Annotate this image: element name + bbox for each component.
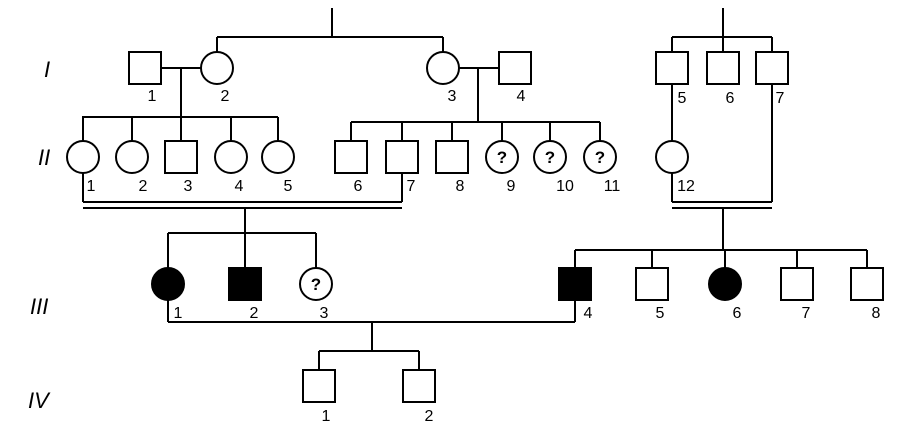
individual-iii-3: ?3 (299, 267, 333, 322)
individual-ii-5: 5 (261, 140, 295, 195)
individual-number: 4 (235, 178, 244, 195)
individual-number: 1 (87, 178, 96, 195)
individual-number: 4 (584, 305, 593, 322)
question-mark: ? (595, 148, 605, 167)
affected-male-symbol (228, 267, 262, 301)
female-symbol (200, 51, 234, 85)
individual-number: 7 (776, 90, 785, 107)
individual-number: 1 (322, 408, 331, 425)
individual-i-7: 7 (755, 51, 789, 107)
individual-number: 5 (678, 90, 687, 107)
question-mark: ? (545, 148, 555, 167)
individual-number: 3 (184, 178, 193, 195)
individual-ii-9: ?9 (485, 140, 519, 195)
individual-number: 2 (139, 178, 148, 195)
female-symbol (426, 51, 460, 85)
individual-number: 6 (354, 178, 363, 195)
individual-number: 6 (726, 90, 735, 107)
individual-ii-8: 8 (435, 140, 469, 195)
individual-number: 6 (733, 305, 742, 322)
male-symbol (498, 51, 532, 85)
pedigree-lines (82, 8, 868, 370)
individual-ii-3: 3 (164, 140, 198, 195)
individual-number: 9 (507, 178, 516, 195)
individual-iii-7: 7 (780, 267, 814, 322)
individual-number: 11 (604, 178, 621, 195)
individual-ii-6: 6 (334, 140, 368, 195)
individual-number: 8 (456, 178, 465, 195)
individual-ii-7: 7 (385, 140, 419, 195)
male-symbol (334, 140, 368, 174)
individual-number: 7 (802, 305, 811, 322)
female-symbol (655, 140, 689, 174)
individual-iv-1: 1 (302, 369, 336, 425)
female-symbol (533, 140, 567, 174)
individual-number: 5 (284, 178, 293, 195)
affected-female-symbol (708, 267, 742, 301)
individual-i-5: 5 (655, 51, 689, 107)
individual-ii-10: ?10 (533, 140, 574, 195)
individual-number: 1 (148, 88, 157, 105)
individual-ii-12: 12 (655, 140, 695, 195)
individual-number: 12 (677, 178, 695, 195)
generation-label-III: III (30, 294, 48, 319)
female-symbol (115, 140, 149, 174)
individual-i-2: 2 (200, 51, 234, 105)
individual-number: 2 (250, 305, 259, 322)
individual-number: 2 (221, 88, 230, 105)
individual-iii-4: 4 (558, 267, 593, 322)
individual-i-4: 4 (498, 51, 532, 105)
individual-number: 2 (425, 408, 434, 425)
generation-label-II: II (38, 145, 50, 170)
male-symbol (128, 51, 162, 85)
affected-female-symbol (151, 267, 185, 301)
individual-number: 4 (517, 88, 526, 105)
question-mark: ? (497, 148, 507, 167)
individual-iii-5: 5 (635, 267, 669, 322)
male-symbol (850, 267, 884, 301)
individual-iv-2: 2 (402, 369, 436, 425)
male-symbol (780, 267, 814, 301)
female-symbol (66, 140, 100, 174)
generation-label-I: I (44, 57, 50, 82)
individual-number: 10 (556, 178, 574, 195)
affected-male-symbol (558, 267, 592, 301)
individual-number: 7 (407, 178, 416, 195)
male-symbol (302, 369, 336, 403)
male-symbol (706, 51, 740, 85)
individual-ii-4: 4 (214, 140, 248, 195)
female-symbol (485, 140, 519, 174)
individual-number: 5 (656, 305, 665, 322)
male-symbol (755, 51, 789, 85)
individual-i-6: 6 (706, 51, 740, 107)
individual-ii-2: 2 (115, 140, 149, 195)
generation-labels: I II III IV (28, 57, 51, 413)
male-symbol (435, 140, 469, 174)
individual-ii-1: 1 (66, 140, 100, 195)
individual-iii-6: 6 (708, 267, 742, 322)
male-symbol (402, 369, 436, 403)
individual-i-3: 3 (426, 51, 460, 105)
female-symbol (299, 267, 333, 301)
individual-iii-8: 8 (850, 267, 884, 322)
individual-iii-1: 1 (151, 267, 185, 322)
individual-number: 3 (320, 305, 329, 322)
individual-number: 1 (174, 305, 183, 322)
female-symbol (583, 140, 617, 174)
male-symbol (635, 267, 669, 301)
question-mark: ? (311, 275, 321, 294)
female-symbol (261, 140, 295, 174)
individual-number: 3 (448, 88, 457, 105)
individual-number: 8 (872, 305, 881, 322)
male-symbol (164, 140, 198, 174)
male-symbol (655, 51, 689, 85)
female-symbol (214, 140, 248, 174)
individual-i-1: 1 (128, 51, 162, 105)
generation-label-IV: IV (28, 388, 51, 413)
individual-iii-2: 2 (228, 267, 262, 322)
individual-ii-11: ? 11 (583, 140, 621, 195)
male-symbol (385, 140, 419, 174)
